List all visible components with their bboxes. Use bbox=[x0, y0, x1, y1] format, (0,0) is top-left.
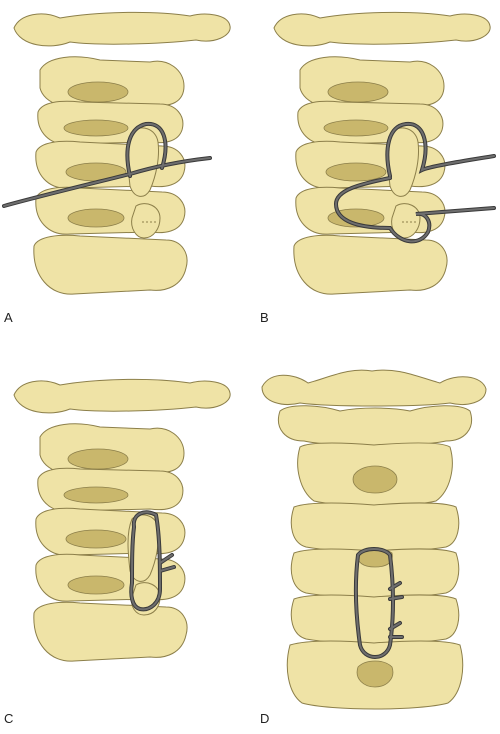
panel-label: C bbox=[4, 711, 14, 726]
cervical-spine-a bbox=[13, 11, 231, 295]
panel-d: D bbox=[250, 367, 500, 734]
wire-c bbox=[129, 510, 176, 612]
c6-body-a bbox=[33, 234, 188, 295]
spinous-process-lower-a bbox=[131, 203, 161, 239]
foramina-a bbox=[63, 81, 129, 228]
wire-b bbox=[333, 121, 496, 244]
panel-label: B bbox=[260, 310, 269, 325]
wire-d bbox=[353, 547, 404, 659]
panel-b: B bbox=[250, 0, 500, 367]
foramina-c bbox=[63, 448, 129, 595]
atlas-a bbox=[13, 11, 231, 47]
lateral-spine-illustration-a bbox=[2, 11, 231, 295]
posterior-spine-illustration-d bbox=[261, 369, 487, 710]
spinous-processes-posterior bbox=[352, 465, 398, 688]
lateral-spine-illustration-c bbox=[13, 378, 231, 662]
wire-a bbox=[2, 121, 212, 208]
cervical-spine-b bbox=[273, 11, 491, 295]
panel-label: D bbox=[260, 711, 270, 726]
panel-a: A bbox=[0, 0, 250, 367]
panel-label: A bbox=[4, 310, 13, 325]
foramina-b bbox=[323, 81, 389, 228]
cervical-spine-c bbox=[13, 378, 231, 662]
cervical-spine-posterior bbox=[261, 369, 487, 710]
panel-c: C bbox=[0, 367, 250, 734]
lateral-spine-illustration-b bbox=[273, 11, 496, 295]
